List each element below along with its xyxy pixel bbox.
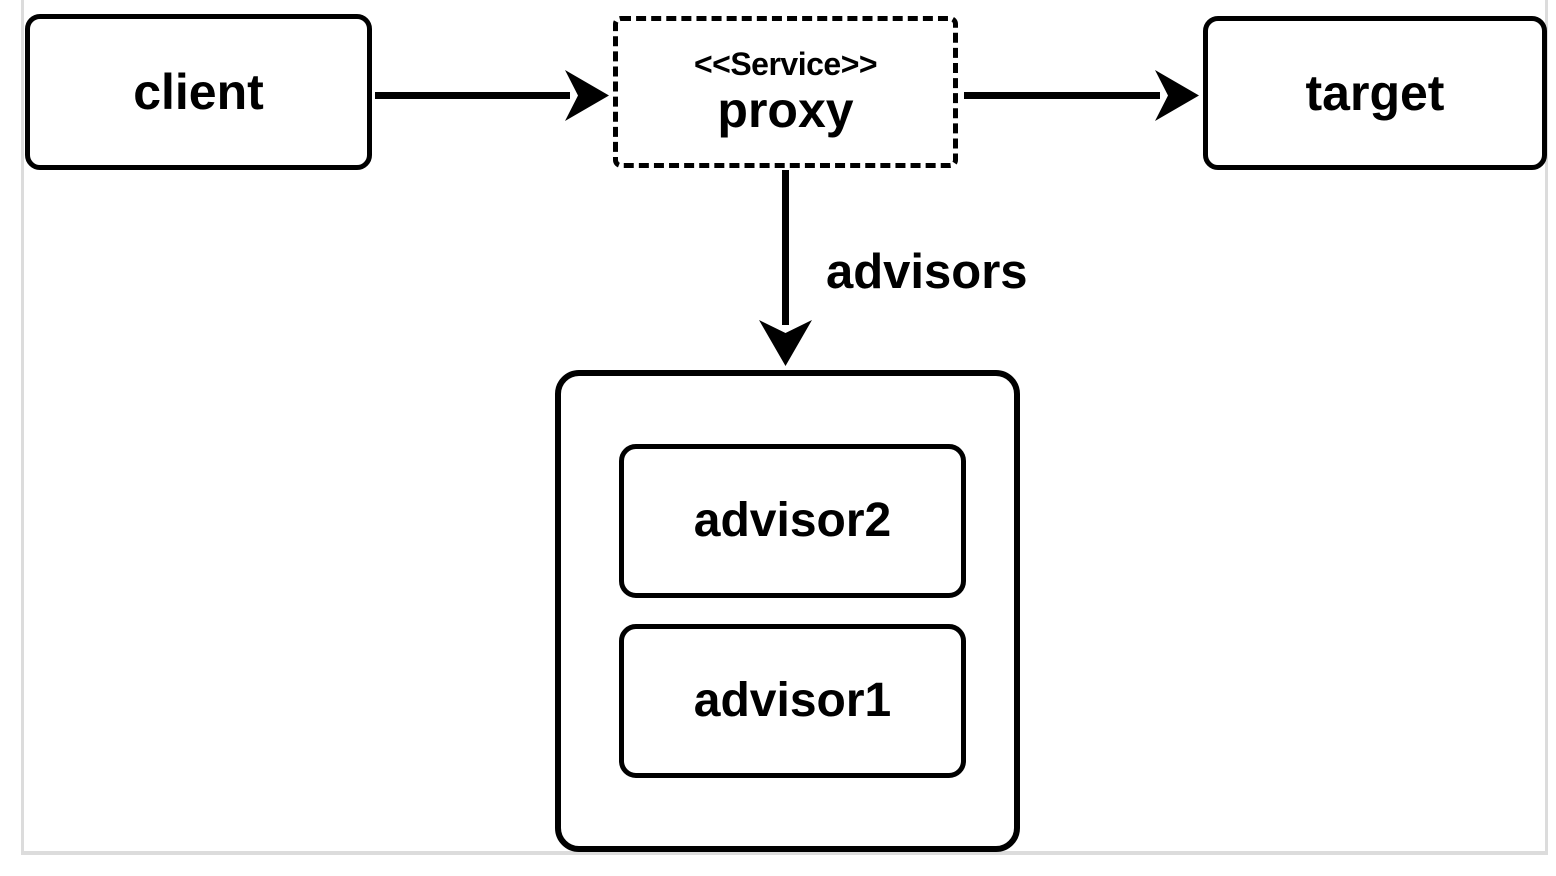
edge-proxy-to-target	[964, 70, 1199, 121]
node-proxy[interactable]: <<Service>> proxy	[613, 16, 958, 168]
node-client-label: client	[133, 64, 264, 120]
node-target-label: target	[1305, 65, 1445, 121]
node-proxy-stereotype: <<Service>>	[693, 45, 878, 82]
node-client[interactable]: client	[25, 14, 372, 170]
edge-proxy-to-advisors	[759, 170, 812, 366]
node-proxy-label: proxy	[717, 82, 854, 139]
node-advisor1[interactable]: advisor1	[619, 624, 966, 778]
node-advisor1-label: advisor1	[693, 674, 892, 728]
node-advisors-container[interactable]: advisor2 advisor1	[555, 370, 1020, 852]
node-target[interactable]: target	[1203, 16, 1547, 170]
node-advisor2[interactable]: advisor2	[619, 444, 966, 598]
edge-client-to-proxy	[375, 70, 609, 121]
node-advisor2-label: advisor2	[693, 494, 892, 548]
edge-label-advisors: advisors	[826, 245, 1028, 299]
